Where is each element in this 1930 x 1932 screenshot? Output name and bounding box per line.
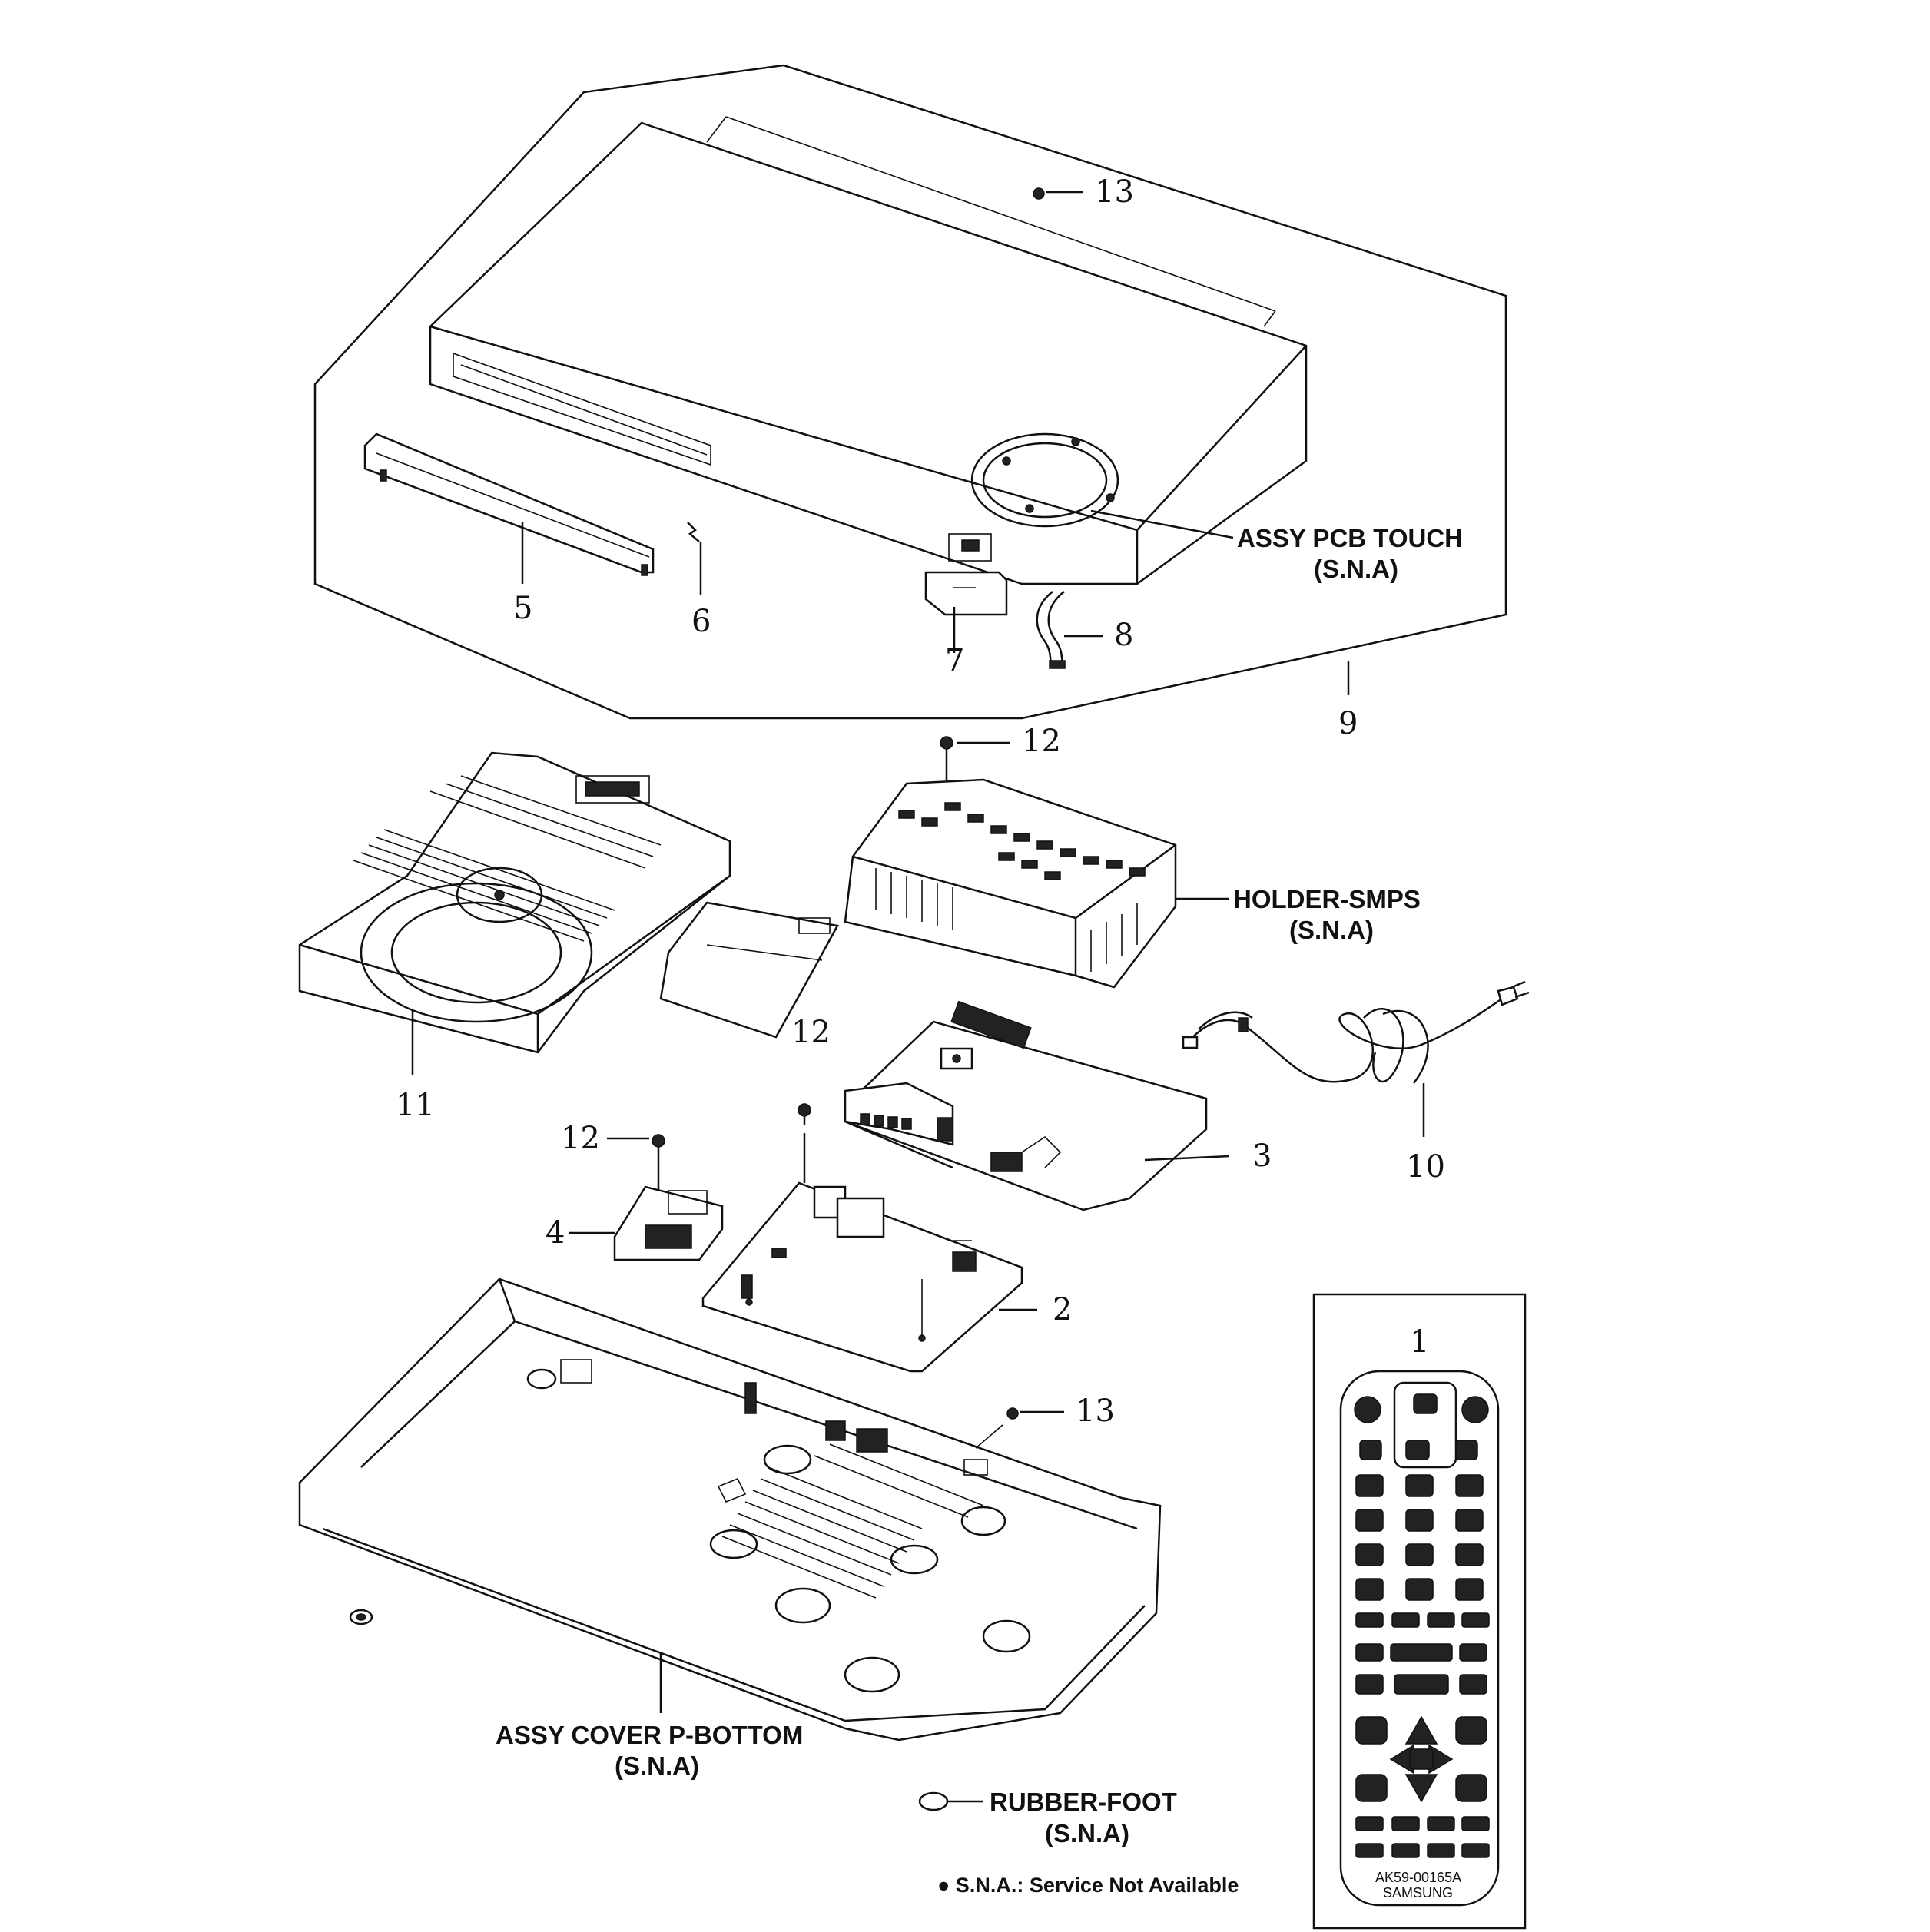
front-panel-strip	[363, 432, 655, 584]
holder-smps-sna: (S.N.A)	[1289, 916, 1374, 944]
rubber-foot-sna: (S.N.A)	[1045, 1819, 1129, 1847]
part-number-9: 9	[1338, 706, 1358, 741]
pcb-touch-leader	[1090, 509, 1234, 539]
rubber-foot-part	[349, 1609, 373, 1625]
part-number-5: 5	[513, 591, 532, 626]
bottom-cover-label: ASSY COVER P-BOTTOM	[496, 1721, 803, 1749]
spring-6	[687, 522, 702, 595]
module-4	[569, 1134, 724, 1261]
part-number-4: 4	[546, 1215, 565, 1251]
part-number-2: 2	[1053, 1292, 1072, 1327]
ribbon-cable-8	[1036, 591, 1103, 669]
part-number-13-top: 13	[1095, 174, 1134, 210]
part-number-3: 3	[1252, 1138, 1272, 1174]
pcb-touch-label: ASSY PCB TOUCH	[1237, 524, 1463, 552]
remote-control-1: AK59-00165A SAMSUNG	[1312, 1293, 1527, 1930]
power-cord-10	[1182, 980, 1530, 1137]
part-number-7: 7	[945, 643, 964, 678]
top-cover	[429, 116, 1308, 585]
part-number-12-mid: 12	[791, 1015, 831, 1050]
part-number-11: 11	[396, 1088, 435, 1123]
part-number-12-holder: 12	[1022, 724, 1061, 759]
loader-flat-cable	[659, 901, 839, 1039]
pcb-touch-sna: (S.N.A)	[1314, 555, 1398, 583]
part-number-1: 1	[1410, 1324, 1429, 1360]
rubber-foot-legend-icon	[918, 1791, 983, 1811]
part-number-6: 6	[691, 604, 711, 639]
part-number-13-bottom: 13	[1076, 1393, 1115, 1429]
rubber-foot-label: RUBBER-FOOT	[990, 1788, 1177, 1816]
part-number-12-left: 12	[561, 1121, 600, 1156]
part-number-8: 8	[1114, 618, 1133, 653]
main-pcb-3	[844, 1000, 1230, 1211]
dvd-loader-11	[298, 751, 731, 1054]
bottom-cover	[298, 1278, 1162, 1741]
bottom-cover-sna: (S.N.A)	[615, 1751, 699, 1780]
sna-footnote: ● S.N.A.: Service Not Available	[937, 1874, 1239, 1897]
pcb-2	[701, 1103, 1037, 1373]
screw-13-top	[1033, 187, 1083, 200]
top-cover-assembly-outline	[313, 64, 1507, 720]
part-number-10: 10	[1406, 1149, 1445, 1185]
holder-smps	[844, 736, 1229, 989]
remote-brand: SAMSUNG	[1383, 1885, 1453, 1901]
bracket-7	[924, 571, 1008, 653]
remote-model-number: AK59-00165A	[1375, 1870, 1461, 1885]
holder-smps-label: HOLDER-SMPS	[1233, 885, 1421, 913]
